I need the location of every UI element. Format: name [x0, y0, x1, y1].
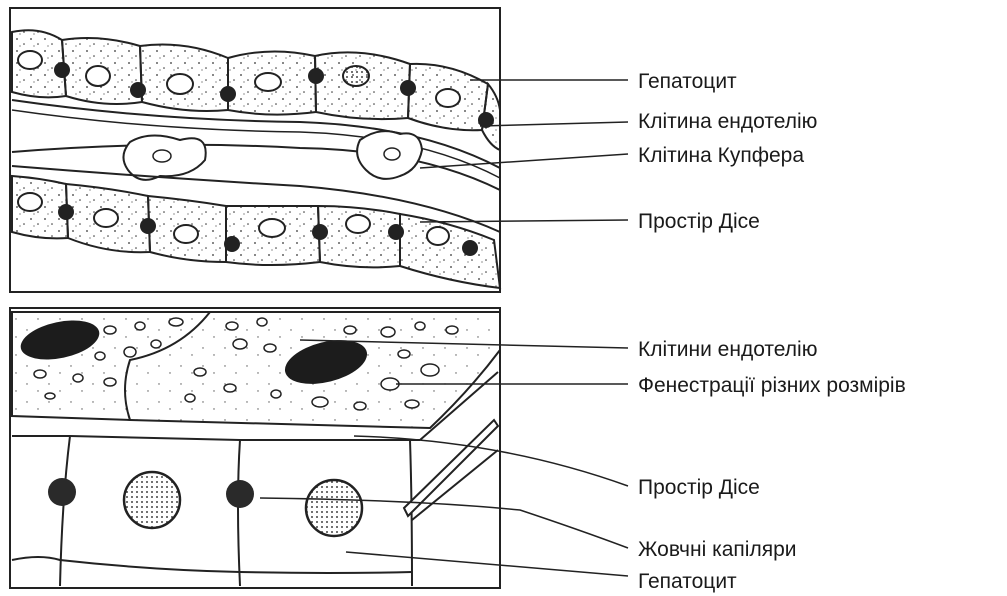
top-panel	[10, 8, 628, 292]
label-endothelial-cell: Клітина ендотелію	[638, 110, 817, 133]
label-disse-space-bottom: Простір Дісе	[638, 476, 760, 499]
label-hepatocyte-bottom: Гепатоцит	[638, 570, 737, 593]
label-fenestrations: Фенестрації різних розмірів	[638, 374, 906, 397]
labels: Гепатоцит Клітина ендотелію Клітина Купф…	[638, 70, 906, 593]
label-bile-capillaries: Жовчні капіляри	[638, 538, 796, 561]
label-endothelial-cells: Клітини ендотелію	[638, 338, 817, 361]
label-hepatocyte-top: Гепатоцит	[638, 70, 737, 93]
bottom-panel	[10, 308, 628, 588]
label-disse-space-top: Простір Дісе	[638, 210, 760, 233]
upper-hepatocyte-row	[12, 30, 500, 150]
lower-hepatocyte-row	[12, 176, 500, 288]
label-kupffer-cell: Клітина Купфера	[638, 144, 804, 167]
